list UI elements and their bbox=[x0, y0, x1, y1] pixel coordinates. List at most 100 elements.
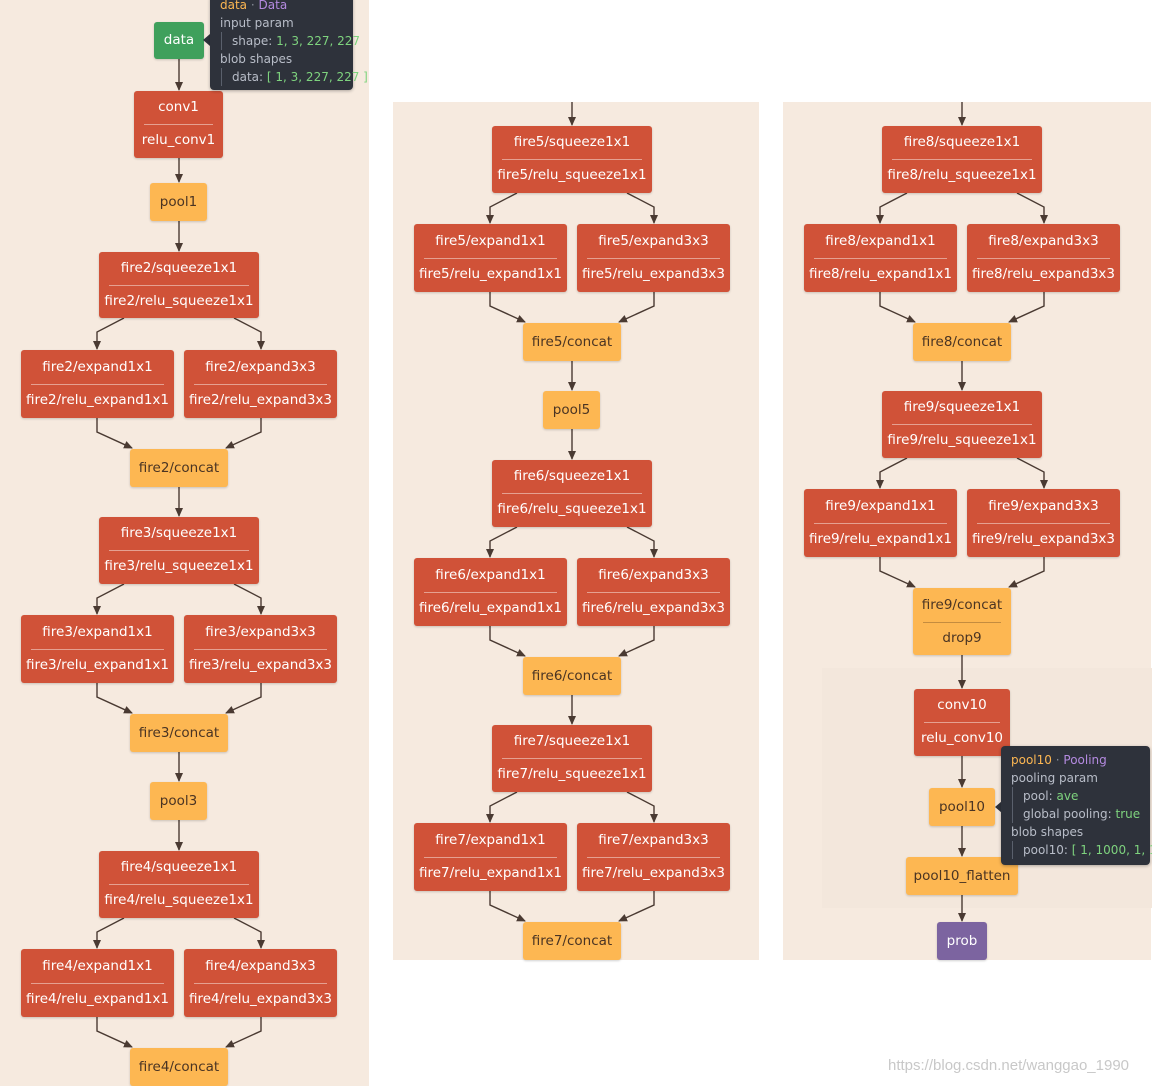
tooltip-value: true bbox=[1115, 807, 1141, 821]
tooltip-layer-name: data bbox=[220, 0, 248, 12]
node-data[interactable]: data bbox=[154, 22, 204, 59]
layer-label: fire3/squeeze1x1 bbox=[120, 525, 238, 541]
layer-label: fire9/expand1x1 bbox=[825, 498, 936, 514]
node-fire7-expand1x1[interactable]: fire7/expand1x1 fire7/relu_expand1x1 bbox=[414, 823, 567, 891]
layer-label: fire7/expand3x3 bbox=[598, 832, 709, 848]
tooltip-section: input param bbox=[220, 16, 294, 30]
tooltip-pool10-arrow bbox=[995, 801, 1002, 813]
layer-label: fire4/squeeze1x1 bbox=[120, 859, 238, 875]
tooltip-key: pool: bbox=[1023, 789, 1053, 803]
layer-label: relu_conv10 bbox=[920, 730, 1004, 746]
node-conv10[interactable]: conv10 relu_conv10 bbox=[914, 689, 1010, 756]
layer-label: fire4/relu_expand3x3 bbox=[188, 991, 332, 1007]
node-pool5[interactable]: pool5 bbox=[543, 391, 600, 429]
layer-label: fire4/relu_squeeze1x1 bbox=[104, 892, 254, 908]
layer-label: prob bbox=[946, 933, 978, 949]
layer-label: fire5/expand3x3 bbox=[598, 233, 709, 249]
node-fire6-concat[interactable]: fire6/concat bbox=[523, 657, 621, 695]
node-pool10-flatten[interactable]: pool10_flatten bbox=[906, 857, 1018, 895]
node-pool3[interactable]: pool3 bbox=[150, 782, 207, 820]
layer-label: pool1 bbox=[159, 194, 198, 210]
node-fire6-expand1x1[interactable]: fire6/expand1x1 fire6/relu_expand1x1 bbox=[414, 558, 567, 626]
tooltip-section: blob shapes bbox=[1011, 825, 1084, 839]
layer-label: fire2/concat bbox=[138, 460, 220, 476]
layer-label: fire2/relu_expand3x3 bbox=[188, 392, 332, 408]
layer-label: fire9/relu_squeeze1x1 bbox=[887, 432, 1037, 448]
node-fire4-squeeze[interactable]: fire4/squeeze1x1 fire4/relu_squeeze1x1 bbox=[99, 851, 259, 918]
layer-label: fire8/relu_expand3x3 bbox=[971, 266, 1115, 282]
tooltip-key: shape: bbox=[232, 34, 273, 48]
layer-label: fire6/relu_expand1x1 bbox=[418, 600, 562, 616]
node-fire8-expand3x3[interactable]: fire8/expand3x3 fire8/relu_expand3x3 bbox=[967, 224, 1120, 292]
layer-label: fire8/concat bbox=[921, 334, 1003, 350]
tooltip-value: 1, 3, 227, 227 bbox=[276, 34, 361, 48]
layer-label: fire7/concat bbox=[531, 933, 613, 949]
tooltip-layer-type: Data bbox=[258, 0, 288, 12]
layer-label: fire5/relu_expand1x1 bbox=[418, 266, 562, 282]
node-fire8-expand1x1[interactable]: fire8/expand1x1 fire8/relu_expand1x1 bbox=[804, 224, 957, 292]
layer-label: fire8/relu_expand1x1 bbox=[808, 266, 952, 282]
tooltip-data-arrow bbox=[203, 34, 210, 46]
layer-label: fire6/squeeze1x1 bbox=[513, 468, 631, 484]
node-fire9-squeeze[interactable]: fire9/squeeze1x1 fire9/relu_squeeze1x1 bbox=[882, 391, 1042, 458]
layer-label: pool5 bbox=[552, 402, 591, 418]
node-fire8-squeeze[interactable]: fire8/squeeze1x1 fire8/relu_squeeze1x1 bbox=[882, 126, 1042, 193]
tooltip-key: global pooling: bbox=[1023, 807, 1112, 821]
node-fire4-concat[interactable]: fire4/concat bbox=[130, 1048, 228, 1086]
tooltip-section: pooling param bbox=[1011, 771, 1098, 785]
layer-label: fire9/relu_expand3x3 bbox=[971, 531, 1115, 547]
layer-label: fire5/relu_expand3x3 bbox=[581, 266, 725, 282]
layer-label: fire3/expand1x1 bbox=[42, 624, 153, 640]
layer-label: fire2/expand3x3 bbox=[205, 359, 316, 375]
node-fire2-expand1x1[interactable]: fire2/expand1x1 fire2/relu_expand1x1 bbox=[21, 350, 174, 418]
layer-label: fire3/expand3x3 bbox=[205, 624, 316, 640]
tooltip-layer-type: Pooling bbox=[1063, 753, 1107, 767]
tooltip-separator: · bbox=[1055, 753, 1060, 767]
layer-label: fire9/concat bbox=[921, 597, 1003, 613]
tooltip-value: ave bbox=[1056, 789, 1079, 803]
node-fire2-concat[interactable]: fire2/concat bbox=[130, 449, 228, 487]
layer-label: fire8/relu_squeeze1x1 bbox=[887, 167, 1037, 183]
layer-label: pool3 bbox=[159, 793, 198, 809]
node-conv1[interactable]: conv1 relu_conv1 bbox=[134, 91, 223, 158]
layer-label: fire4/concat bbox=[138, 1059, 220, 1075]
node-fire7-expand3x3[interactable]: fire7/expand3x3 fire7/relu_expand3x3 bbox=[577, 823, 730, 891]
node-fire5-expand1x1[interactable]: fire5/expand1x1 fire5/relu_expand1x1 bbox=[414, 224, 567, 292]
node-fire3-expand1x1[interactable]: fire3/expand1x1 fire3/relu_expand1x1 bbox=[21, 615, 174, 683]
layer-label: fire2/squeeze1x1 bbox=[120, 260, 238, 276]
node-fire7-concat[interactable]: fire7/concat bbox=[523, 922, 621, 960]
node-fire2-expand3x3[interactable]: fire2/expand3x3 fire2/relu_expand3x3 bbox=[184, 350, 337, 418]
layer-label: fire5/concat bbox=[531, 334, 613, 350]
tooltip-layer-name: pool10 bbox=[1011, 753, 1052, 767]
node-fire9-expand1x1[interactable]: fire9/expand1x1 fire9/relu_expand1x1 bbox=[804, 489, 957, 557]
layer-label: fire3/relu_expand3x3 bbox=[188, 657, 332, 673]
node-fire9-concat[interactable]: fire9/concat drop9 bbox=[913, 588, 1011, 655]
node-pool10[interactable]: pool10 bbox=[929, 788, 995, 826]
tooltip-separator: · bbox=[250, 0, 255, 12]
node-fire5-squeeze[interactable]: fire5/squeeze1x1 fire5/relu_squeeze1x1 bbox=[492, 126, 652, 193]
node-fire7-squeeze[interactable]: fire7/squeeze1x1 fire7/relu_squeeze1x1 bbox=[492, 725, 652, 792]
node-fire9-expand3x3[interactable]: fire9/expand3x3 fire9/relu_expand3x3 bbox=[967, 489, 1120, 557]
layer-label: fire7/squeeze1x1 bbox=[513, 733, 631, 749]
layer-label: conv1 bbox=[158, 99, 199, 115]
layer-label: fire8/expand3x3 bbox=[988, 233, 1099, 249]
node-fire8-concat[interactable]: fire8/concat bbox=[913, 323, 1011, 361]
tooltip-value: [ 1, 3, 227, 227 ] bbox=[266, 70, 368, 84]
layer-label: relu_conv1 bbox=[141, 132, 216, 148]
node-fire3-expand3x3[interactable]: fire3/expand3x3 fire3/relu_expand3x3 bbox=[184, 615, 337, 683]
node-fire5-expand3x3[interactable]: fire5/expand3x3 fire5/relu_expand3x3 bbox=[577, 224, 730, 292]
node-fire6-squeeze[interactable]: fire6/squeeze1x1 fire6/relu_squeeze1x1 bbox=[492, 460, 652, 527]
node-pool1[interactable]: pool1 bbox=[150, 183, 207, 221]
node-fire4-expand3x3[interactable]: fire4/expand3x3 fire4/relu_expand3x3 bbox=[184, 949, 337, 1017]
layer-label: fire6/expand3x3 bbox=[598, 567, 709, 583]
node-fire3-squeeze[interactable]: fire3/squeeze1x1 fire3/relu_squeeze1x1 bbox=[99, 517, 259, 584]
node-fire6-expand3x3[interactable]: fire6/expand3x3 fire6/relu_expand3x3 bbox=[577, 558, 730, 626]
layer-label: drop9 bbox=[942, 630, 982, 646]
layer-label: fire6/expand1x1 bbox=[435, 567, 546, 583]
node-fire3-concat[interactable]: fire3/concat bbox=[130, 714, 228, 752]
node-fire5-concat[interactable]: fire5/concat bbox=[523, 323, 621, 361]
node-prob[interactable]: prob bbox=[937, 922, 987, 960]
layer-label: fire7/relu_expand3x3 bbox=[581, 865, 725, 881]
node-fire2-squeeze[interactable]: fire2/squeeze1x1 fire2/relu_squeeze1x1 bbox=[99, 252, 259, 318]
node-fire4-expand1x1[interactable]: fire4/expand1x1 fire4/relu_expand1x1 bbox=[21, 949, 174, 1017]
